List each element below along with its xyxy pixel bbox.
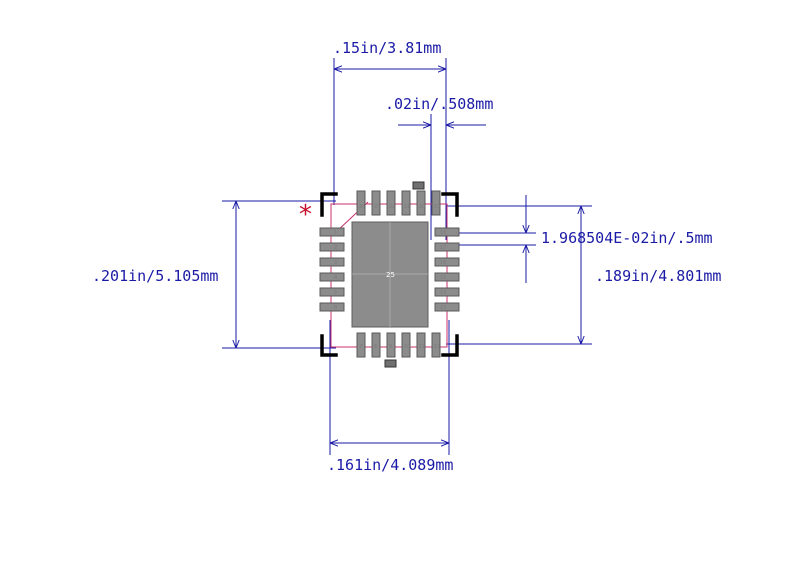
bottom-pad: 7 [356, 332, 366, 358]
courtyard-corners [320, 192, 459, 357]
pin-number: 5 [334, 290, 337, 296]
pin-number: 15 [440, 275, 446, 281]
right-pad: 14 [434, 287, 460, 297]
center-exposed-pad: 25 [351, 221, 429, 328]
right-pad: 18 [434, 227, 460, 237]
pin-number: 9 [389, 344, 392, 350]
bottom-width-label: .161in/4.089mm [327, 456, 453, 474]
pin-number: 22 [389, 204, 395, 210]
pin-number: 18 [440, 230, 446, 236]
pin-number: 14 [440, 290, 446, 296]
left-pad: 6 [319, 302, 345, 312]
pin-number: 13 [440, 305, 446, 311]
right-pad: 17 [434, 242, 460, 252]
left-pad: 2 [319, 242, 345, 252]
left-pad: 1 [319, 227, 345, 237]
right-pad: 16 [434, 257, 460, 267]
pin-number: 7 [359, 344, 362, 350]
bottom-fiducial [384, 359, 397, 368]
pin-number: 12 [434, 344, 440, 350]
pin-pitch-label: .02in/.508mm [385, 95, 493, 113]
center-pad-number: 25 [386, 271, 395, 279]
pin1-marker: * [299, 200, 312, 230]
right-pad: 13 [434, 302, 460, 312]
right-pad: 15 [434, 272, 460, 282]
pin-number: 16 [440, 260, 446, 266]
pad-width-label: 1.968504E-02in/.5mm [541, 229, 713, 247]
left-height-label: .201in/5.105mm [92, 267, 218, 285]
bottom-pad: 8 [371, 332, 381, 358]
pin-number: 19 [434, 204, 440, 210]
top-pad: 21 [401, 190, 411, 216]
top-pad: 23 [371, 190, 381, 216]
left-pad: 4 [319, 272, 345, 282]
pin-number: 23 [374, 204, 380, 210]
pin-number: 3 [334, 260, 337, 266]
top-pad: 19 [431, 190, 441, 216]
bottom-pad: 12 [431, 332, 441, 358]
pin-number: 1 [334, 230, 337, 236]
left-pad: 3 [319, 257, 345, 267]
pin-number: 6 [334, 305, 337, 311]
dimension-lines [236, 69, 581, 443]
right-height-label: .189in/4.801mm [595, 267, 721, 285]
pin-number: 17 [440, 245, 446, 251]
top-pad: 22 [386, 190, 396, 216]
pin-number: 21 [404, 204, 410, 210]
top-pad: 24 [356, 190, 366, 216]
left-pad: 5 [319, 287, 345, 297]
top-pad: 20 [416, 190, 426, 216]
pin-number: 20 [419, 204, 425, 210]
pin-number: 2 [334, 245, 337, 251]
top-fiducial [412, 181, 425, 190]
bottom-pad: 9 [386, 332, 396, 358]
bottom-pad: 11 [416, 332, 426, 358]
pin-number: 4 [334, 275, 337, 281]
pin-number: 11 [419, 344, 425, 350]
pin-number: 8 [374, 344, 377, 350]
top-width-label: .15in/3.81mm [333, 39, 441, 57]
pin-number: 10 [404, 344, 410, 350]
bottom-pad: 10 [401, 332, 411, 358]
pin-number: 24 [359, 204, 365, 210]
extension-lines [222, 58, 592, 455]
